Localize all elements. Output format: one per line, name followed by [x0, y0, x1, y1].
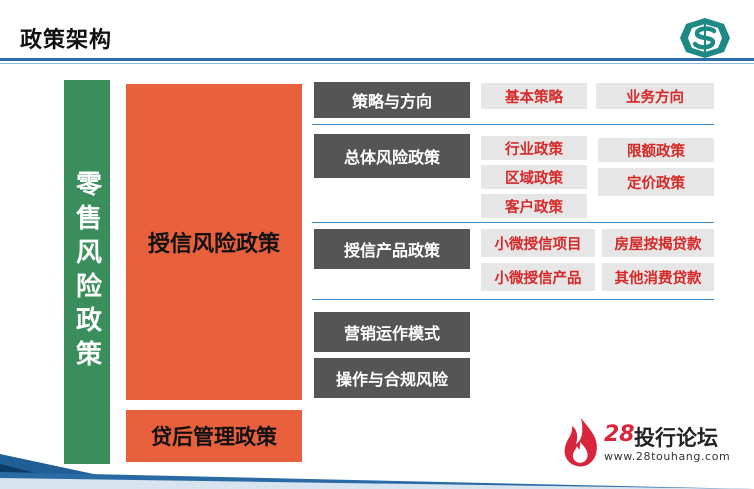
quota-policy-label: 限额政策 [627, 143, 685, 160]
overall-risk-policy-box: 总体风险政策 [314, 134, 470, 178]
credit-risk-policy-label: 授信风险政策 [147, 232, 280, 257]
quota-policy-box: 限额政策 [598, 138, 714, 162]
strategy-direction-label: 策略与方向 [351, 92, 432, 111]
other-consumer-loan-box: 其他消费贷款 [602, 263, 714, 291]
retail-risk-policy-bar: 零售风险政策 [64, 80, 110, 464]
regional-policy-box: 区域政策 [481, 165, 587, 189]
row-separator [312, 124, 714, 125]
mortgage-loan-box: 房屋按揭贷款 [602, 229, 714, 257]
industry-policy-label: 行业政策 [505, 141, 563, 158]
micro-credit-project-box: 小微授信项目 [481, 229, 595, 257]
post-loan-policy-box: 贷后管理政策 [126, 410, 302, 462]
industry-policy-box: 行业政策 [481, 136, 587, 160]
business-direction-box: 业务方向 [596, 83, 714, 109]
credit-product-policy-label: 授信产品政策 [343, 241, 440, 260]
credit-product-policy-box: 授信产品政策 [314, 229, 470, 269]
brand-watermark: 28 投行论坛 www.28touhang.com [560, 416, 740, 470]
header-divider-thin [0, 63, 754, 64]
row-separator [312, 299, 714, 300]
operation-compliance-risk-box: 操作与合规风险 [314, 358, 470, 398]
micro-credit-product-label: 小微授信产品 [494, 270, 582, 287]
brand-name: 投行论坛 [634, 426, 718, 450]
customer-policy-label: 客户政策 [505, 199, 563, 216]
other-consumer-loan-label: 其他消费贷款 [614, 270, 702, 287]
marketing-operation-box: 营销运作模式 [314, 312, 470, 352]
pricing-policy-label: 定价政策 [627, 175, 685, 192]
brand-url: www.28touhang.com [604, 450, 731, 463]
flame-logo-icon [564, 418, 597, 467]
strategy-direction-box: 策略与方向 [314, 82, 470, 118]
marketing-operation-label: 营销运作模式 [343, 324, 440, 343]
page-title: 政策架构 [20, 28, 113, 53]
basic-strategy-box: 基本策略 [481, 83, 587, 109]
operation-compliance-risk-label: 操作与合规风险 [335, 370, 448, 389]
basic-strategy-label: 基本策略 [505, 89, 563, 106]
mortgage-loan-label: 房屋按揭贷款 [614, 236, 702, 253]
business-direction-label: 业务方向 [626, 89, 684, 106]
bank-logo-icon [680, 18, 730, 58]
post-loan-policy-label: 贷后管理政策 [151, 425, 277, 449]
row-separator [312, 222, 714, 223]
micro-credit-project-label: 小微授信项目 [494, 236, 582, 253]
header-divider [0, 58, 754, 61]
micro-credit-product-box: 小微授信产品 [481, 263, 595, 291]
bottom-decoration [0, 454, 754, 489]
retail-risk-policy-label: 零售风险政策 [71, 170, 102, 374]
overall-risk-policy-label: 总体风险政策 [343, 148, 440, 167]
credit-risk-policy-box: 授信风险政策 [126, 84, 302, 400]
brand-number: 28 [604, 422, 635, 447]
pricing-policy-box: 定价政策 [598, 168, 714, 196]
customer-policy-box: 客户政策 [481, 194, 587, 218]
regional-policy-label: 区域政策 [505, 170, 563, 187]
